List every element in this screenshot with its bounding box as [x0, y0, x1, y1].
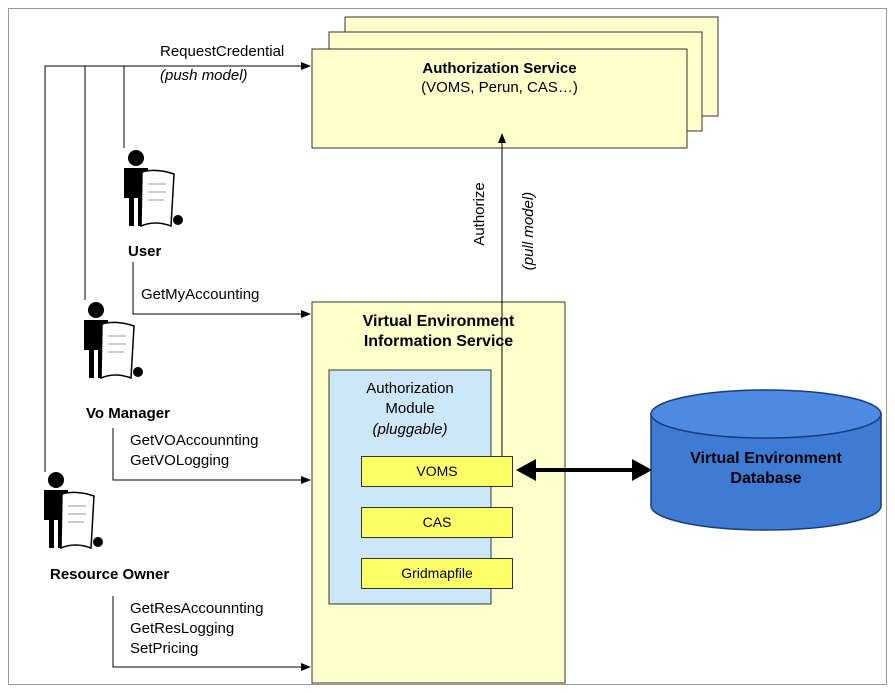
resource-owner-call-1: GetResAccounnting [130, 600, 264, 617]
auth-service-box [311, 48, 688, 149]
user-call-1: GetMyAccounting [141, 286, 260, 303]
plugin-cas: CAS [361, 507, 513, 538]
resource-owner-actor-icon [44, 472, 103, 550]
veis-title-line1: Virtual Environment [362, 313, 515, 330]
auth-module-line2: Module [385, 400, 435, 417]
auth-module-note: (pluggable) [372, 421, 448, 438]
database-body [650, 413, 882, 531]
user-actor-icon [124, 150, 183, 228]
plugin-voms: VOMS [361, 456, 513, 487]
database-line2: Database [730, 470, 802, 487]
user-call-arrow [132, 262, 311, 318]
request-credential-label: RequestCredential [160, 43, 285, 60]
user-name: User [128, 243, 162, 260]
vo-manager-actor-icon [84, 302, 143, 380]
vo-manager-call-1: GetVOAccounnting [130, 432, 259, 449]
database-link-left-head [516, 459, 536, 481]
auth-service-title: Authorization Service [422, 60, 577, 77]
request-credential-arrow [44, 62, 311, 472]
database-top [650, 389, 882, 439]
vo-manager-call-arrow [112, 428, 311, 484]
plugin-gridmapfile: Gridmapfile [361, 558, 513, 589]
veis-title-line2: Information Service [363, 333, 514, 350]
database-link-right-head [632, 459, 652, 481]
auth-module-line1: Authorization [366, 380, 454, 397]
frame [8, 8, 887, 685]
authorize-label: Authorize [471, 182, 488, 246]
vo-manager-call-2: GetVOLogging [130, 452, 230, 469]
auth-service-subtitle: (VOMS, Perun, CAS…) [421, 79, 578, 96]
resource-owner-call-2: GetResLogging [130, 620, 235, 637]
resource-owner-call-3: SetPricing [130, 640, 199, 657]
resource-owner-name: Resource Owner [50, 566, 170, 583]
pull-model-note: (pull model) [520, 191, 537, 271]
database-line1: Virtual Environment [690, 450, 842, 467]
push-model-note: (push model) [160, 67, 248, 84]
vo-manager-name: Vo Manager [86, 405, 170, 422]
resource-owner-call-arrow [112, 596, 311, 671]
